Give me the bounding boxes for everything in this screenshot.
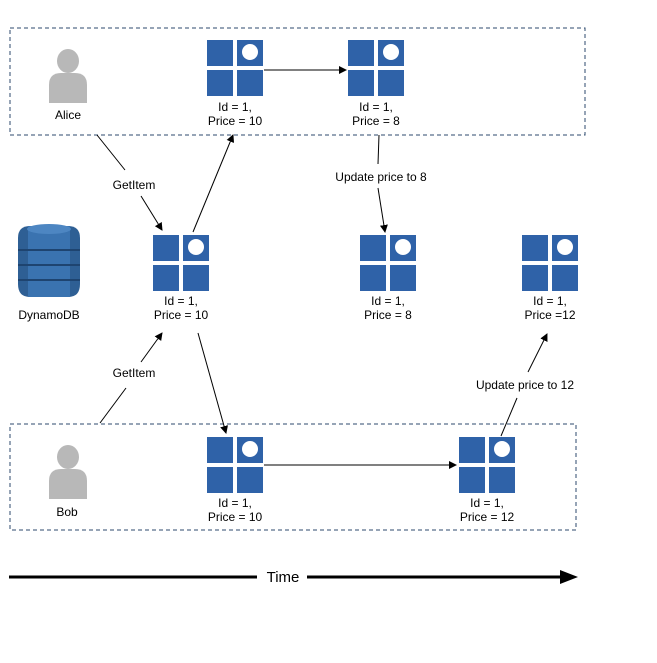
arrow-db-to-bob-read — [197, 332, 228, 434]
item-bob-write-icon — [459, 437, 515, 493]
arrow-alice-to-getitem — [96, 134, 126, 171]
arrow-bob-write-to-update-label — [500, 397, 518, 437]
arrow-update12-to-db — [527, 333, 548, 373]
item-db-after-bob-line2: Price =12 — [524, 308, 575, 322]
item-bob-write-line1: Id = 1, — [470, 496, 504, 510]
bob-person-icon — [49, 445, 87, 499]
item-db-after-bob-line1: Id = 1, — [533, 294, 567, 308]
item-db-after-alice-line1: Id = 1, — [371, 294, 405, 308]
item-alice-read-line2: Price = 10 — [208, 114, 263, 128]
time-axis-label: Time — [267, 569, 300, 586]
item-alice-write-line1: Id = 1, — [359, 100, 393, 114]
arrow-alice-write-to-update-label — [377, 134, 380, 165]
alice-update-label: Update price to 8 — [335, 170, 427, 184]
arrow-getitem-to-db-bob — [140, 332, 163, 363]
bob-label: Bob — [56, 505, 78, 519]
item-bob-read-line1: Id = 1, — [218, 496, 252, 510]
item-bob-read-icon — [207, 437, 263, 493]
bob-swimlane — [9, 423, 577, 531]
alice-label: Alice — [55, 108, 81, 122]
dynamodb-icon — [18, 224, 80, 297]
item-bob-write-line2: Price = 12 — [460, 510, 515, 524]
arrow-update8-to-db — [377, 187, 388, 233]
item-alice-read-line1: Id = 1, — [218, 100, 252, 114]
item-db-initial-icon — [153, 235, 209, 291]
item-db-after-alice-icon — [360, 235, 416, 291]
arrow-getitem-to-db — [140, 195, 163, 231]
item-db-initial-line2: Price = 10 — [154, 308, 209, 322]
bob-getitem-label: GetItem — [113, 366, 156, 380]
arrow-bob-to-getitem — [99, 387, 127, 424]
alice-swimlane — [9, 27, 586, 136]
item-db-after-bob-icon — [522, 235, 578, 291]
alice-person-icon — [49, 49, 87, 103]
arrow-db-to-alice-read — [192, 134, 235, 233]
item-db-initial-line1: Id = 1, — [164, 294, 198, 308]
item-alice-write-line2: Price = 8 — [352, 114, 400, 128]
item-alice-read-icon — [207, 40, 263, 96]
item-db-after-alice-line2: Price = 8 — [364, 308, 412, 322]
item-alice-write-icon — [348, 40, 404, 96]
time-axis-arrowhead — [560, 570, 578, 584]
bob-update-label: Update price to 12 — [476, 378, 574, 392]
item-bob-read-line2: Price = 10 — [208, 510, 263, 524]
dynamodb-label: DynamoDB — [18, 308, 79, 322]
alice-getitem-label: GetItem — [113, 178, 156, 192]
